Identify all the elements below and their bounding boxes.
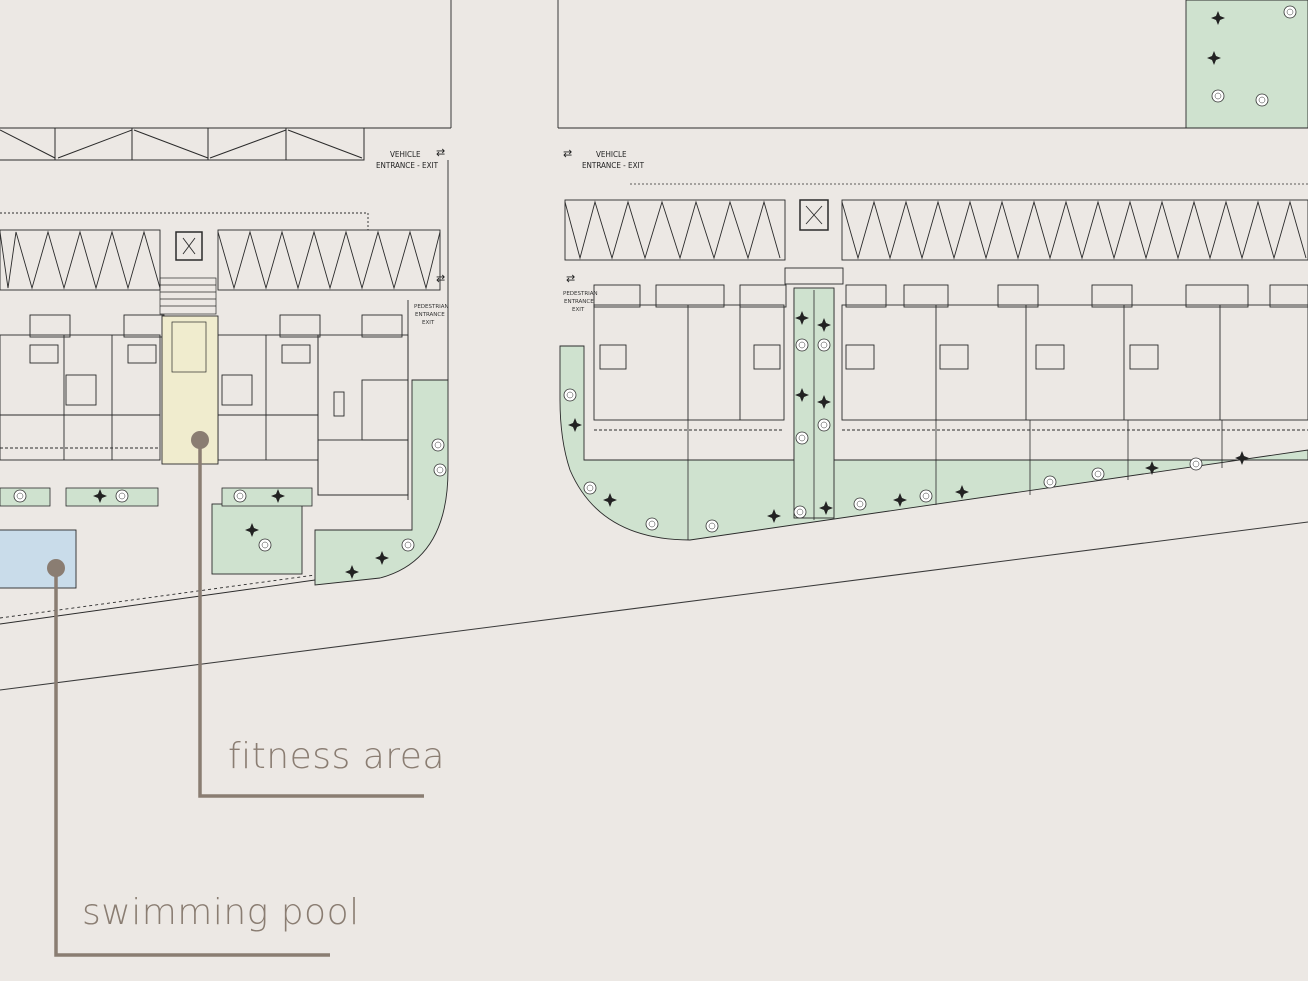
- left-ped-sign-line1: PEDESTRIAN: [414, 304, 449, 310]
- fitness-area[interactable]: [161, 315, 219, 465]
- left-parking-bays: [0, 160, 449, 380]
- left-landscape-corner: [314, 379, 449, 586]
- right-vehicle-sign-line1: VEHICLE: [596, 150, 627, 159]
- left-vehicle-arrow-icon: ⇄: [436, 146, 445, 159]
- left-vehicle-sign-line2: ENTRANCE - EXIT: [376, 161, 439, 170]
- fitness-marker: [191, 431, 209, 449]
- left-planter-2: [65, 487, 159, 507]
- right-parking-bays: [564, 199, 1308, 285]
- left-ped-sign-line3: EXIT: [422, 320, 435, 326]
- fitness-leader: [198, 440, 424, 798]
- left-vehicle-sign-line1: VEHICLE: [390, 150, 421, 159]
- swimming-pool[interactable]: [0, 529, 77, 589]
- right-vehicle-arrow-icon: ⇄: [563, 147, 572, 160]
- right-ped-sign-line3: EXIT: [572, 307, 585, 313]
- right-ped-sign-line2: ENTRANCE: [564, 299, 594, 305]
- left-units: [0, 300, 409, 500]
- left-ped-sign-line2: ENTRANCE: [415, 312, 445, 318]
- fitness-stair: [159, 277, 217, 373]
- right-building-block: VEHICLE ENTRANCE - EXIT PEDESTRIAN ENTRA…: [558, 0, 1308, 541]
- left-ped-arrow-icon: ⇄: [436, 272, 445, 285]
- right-ped-sign-line1: PEDESTRIAN: [563, 291, 598, 297]
- pool-leader: [54, 568, 330, 957]
- left-garden-bed: [211, 503, 303, 575]
- swimming-pool-label: swimming pool: [82, 892, 360, 933]
- right-ped-arrow-icon: ⇄: [566, 272, 575, 285]
- left-building-block: VEHICLE ENTRANCE - EXIT PEDESTRIAN ENTRA…: [0, 127, 451, 625]
- left-parking-strip: [0, 127, 451, 161]
- right-landscape-strip: [559, 289, 1308, 541]
- pool-marker: [47, 559, 65, 577]
- fitness-area-label: fitness area: [228, 736, 445, 777]
- road-lines: [0, 0, 1308, 691]
- right-units: [584, 284, 1308, 461]
- top-right-garden: [1185, 0, 1308, 129]
- right-vehicle-sign-line2: ENTRANCE - EXIT: [582, 161, 645, 170]
